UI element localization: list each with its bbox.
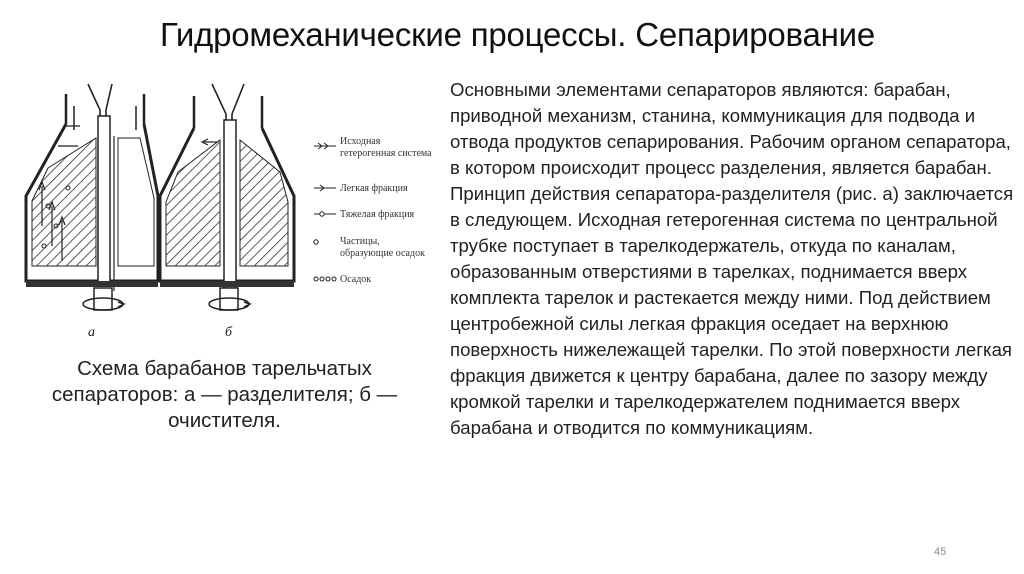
legend-label: Исходная [340,136,381,147]
legend-label: Тяжелая фракция [340,209,415,220]
legend-label: Осадок [340,274,371,285]
legend-item-heavy-fraction: Тяжелая фракция [314,209,415,220]
body-text: Основными элементами сепараторов являютс… [450,77,1015,441]
drum-b [158,83,296,311]
separator-drum-diagram: а б Исходная гетерогенная система [18,76,443,356]
legend-item-sediment: Осадок [313,274,371,285]
legend-item-source-system: Исходная гетерогенная система [314,136,432,159]
legend-label: Частицы, [340,236,380,247]
legend-item-particles: Частицы, образующие осадок [313,236,425,259]
figure-caption: Схема барабанов тарельчатых сепараторов:… [51,357,398,432]
legend-label: Легкая фракция [340,183,408,194]
label-a: а [88,325,95,340]
legend-item-light-fraction: Легкая фракция [314,183,408,194]
page-number: 45 [934,546,947,558]
slide-title: Гидромеханические процессы. Сепарировани… [160,16,876,53]
drum-a [24,83,160,311]
figure-legend: Исходная гетерогенная система Легкая фра… [313,136,432,285]
paragraph-principle: Принцип действия сепаратора-разделителя … [450,183,1014,438]
legend-label: гетерогенная система [340,148,432,159]
label-b: б [225,325,233,340]
legend-label: образующие осадок [340,248,425,259]
paragraph-elements: Основными элементами сепараторов являютс… [450,79,1011,178]
